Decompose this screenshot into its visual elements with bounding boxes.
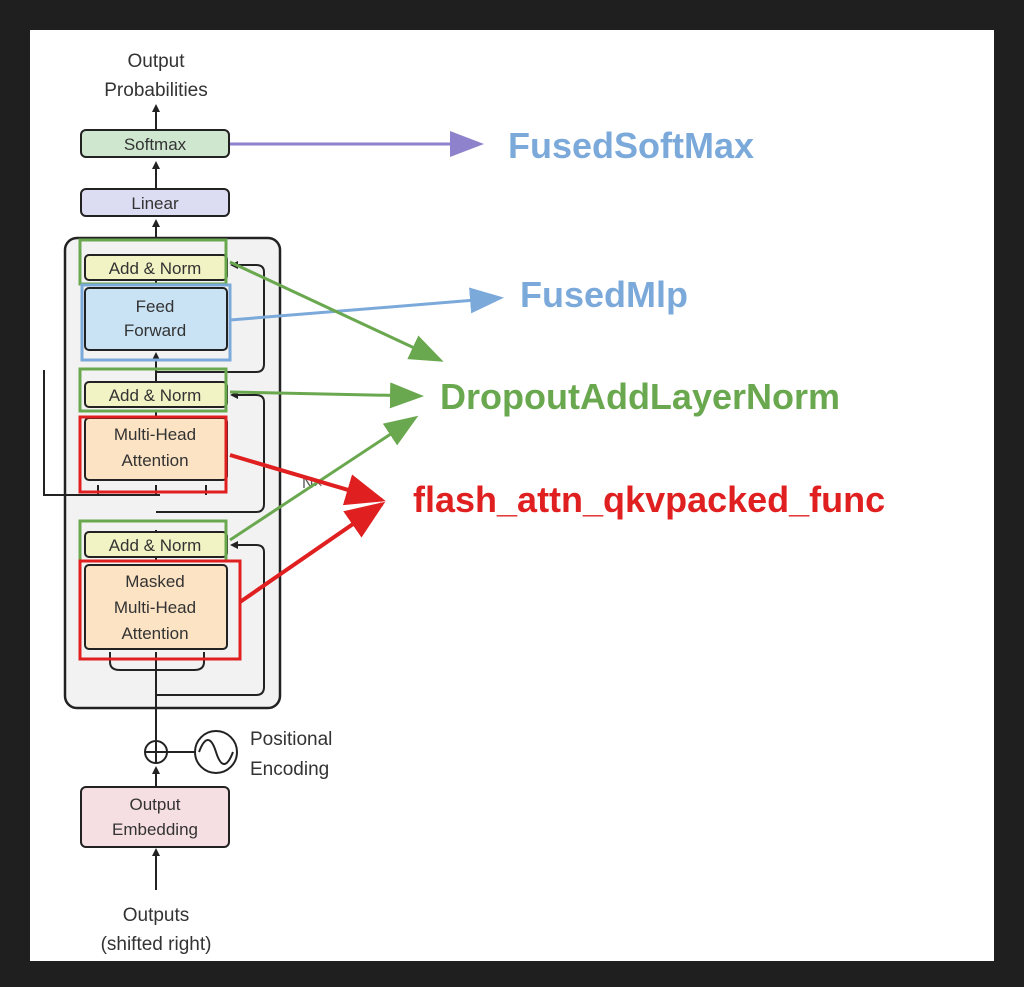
- softmax-box: [80, 129, 230, 158]
- masked-attention-label-line3: Attention: [121, 624, 188, 643]
- output-probabilities-label-line2: Probabilities: [104, 80, 208, 101]
- dropout-add-layer-norm-label: DropoutAddLayerNorm: [440, 376, 840, 417]
- add-norm-top-label: Add & Norm: [109, 259, 202, 278]
- positional-encoding-label-line2: Encoding: [250, 759, 329, 780]
- highlight-feed-forward: [80, 283, 232, 362]
- transformer-decoder-diagram: Output Probabilities Softmax Linear Add …: [43, 51, 885, 955]
- masked-attention-label-line2: Multi-Head: [114, 598, 196, 617]
- highlight-multi-head-attention: [78, 415, 228, 494]
- multi-head-attention-label-line1: Multi-Head: [114, 425, 196, 444]
- outputs-label-line2: (shifted right): [101, 934, 212, 955]
- outputs-label-line1: Outputs: [123, 905, 190, 926]
- fused-mlp-label: FusedMlp: [520, 274, 688, 315]
- highlight-add-norm-mid: [78, 367, 228, 413]
- positional-encoding-label-line1: Positional: [250, 729, 332, 750]
- residual-loop-cross-attn: [156, 391, 265, 513]
- highlight-masked-attention: [78, 559, 242, 661]
- sine-wave-path: [198, 739, 234, 765]
- masked-attention-label-line1: Masked: [125, 572, 185, 591]
- residual-loop-masked-attn: [156, 541, 265, 696]
- diagram-frame: Output Probabilities Softmax Linear Add …: [30, 30, 994, 961]
- arrow-feed-forward-annotation: [229, 287, 504, 322]
- multi-head-attention-label-line2: Attention: [121, 451, 188, 470]
- softmax-label: Softmax: [124, 135, 187, 154]
- arrow-add-norm-mid-annotation: [229, 382, 424, 409]
- linear-label: Linear: [131, 194, 179, 213]
- output-embedding-box: [80, 786, 230, 848]
- flash-attn-label: flash_attn_qkvpacked_func: [413, 479, 885, 520]
- masked-attn-qkv-branch: [109, 652, 205, 671]
- arrow-attention-annotation: [229, 453, 386, 506]
- fused-softmax-label: FusedSoftMax: [508, 125, 754, 166]
- feed-forward-box: [84, 287, 228, 351]
- add-norm-mid-label: Add & Norm: [109, 386, 202, 405]
- feed-forward-label-line1: Feed: [136, 297, 175, 316]
- arrow-add-norm-bottom-annotation: [229, 415, 419, 542]
- cross-attn-encoder-input: [43, 370, 207, 496]
- linear-box: [80, 188, 230, 217]
- masked-attention-box: [84, 564, 228, 650]
- add-norm-bottom-label: Add & Norm: [109, 536, 202, 555]
- output-probabilities-label-line1: Output: [127, 51, 185, 72]
- arrow-add-norm-top-annotation: [229, 260, 444, 362]
- output-embedding-label-line2: Embedding: [112, 820, 198, 839]
- arrow-masked-attention-annotation: [238, 501, 386, 604]
- output-embedding-label-line1: Output: [129, 795, 180, 814]
- feed-forward-label-line2: Forward: [124, 321, 186, 340]
